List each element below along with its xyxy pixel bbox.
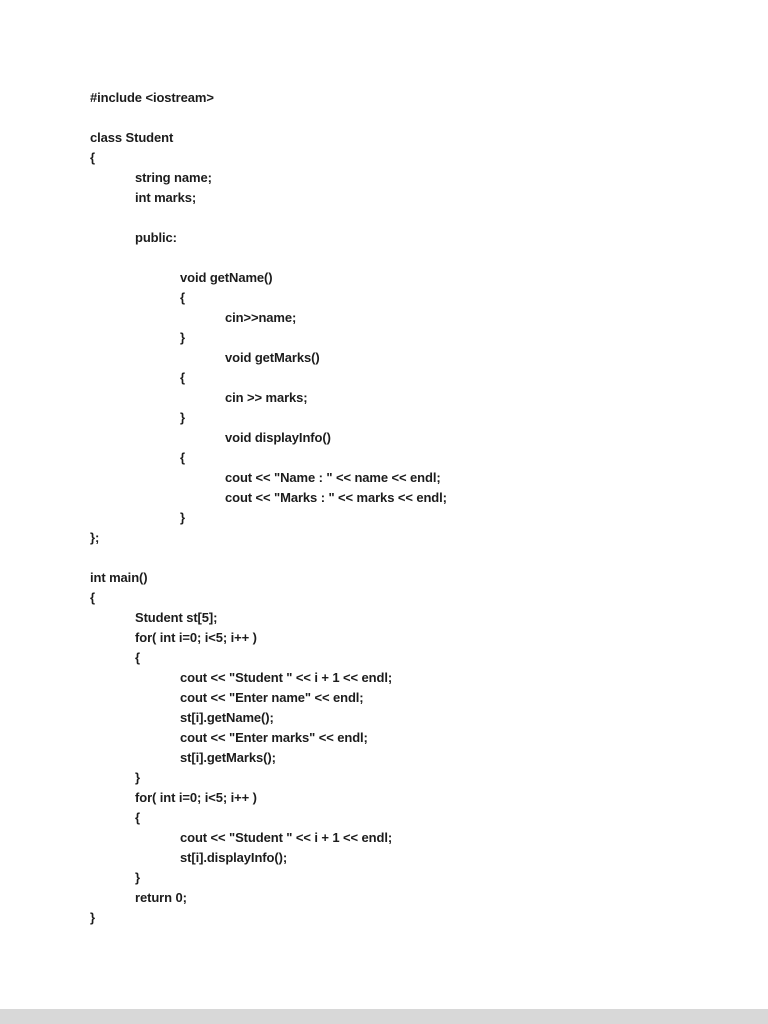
code-line: { (90, 590, 95, 605)
code-line: }; (90, 530, 100, 545)
code-line (90, 548, 758, 568)
code-line: { (180, 450, 185, 465)
code-line: int main() (90, 570, 148, 585)
code-line: cin>>name; (225, 310, 297, 325)
code-line (90, 248, 758, 268)
code-line: } (180, 330, 185, 345)
code-line: return 0; (135, 890, 187, 905)
code-line: } (135, 870, 140, 885)
code-line: cout << "Name : " << name << endl; (225, 470, 441, 485)
code-line: st[i].displayInfo(); (180, 850, 288, 865)
code-line: { (135, 810, 140, 825)
code-line: public: (135, 230, 177, 245)
code-line: cout << "Marks : " << marks << endl; (225, 490, 447, 505)
code-line: { (90, 150, 95, 165)
viewer-bottom-bar (0, 1009, 768, 1024)
code-line: } (90, 910, 95, 925)
code-line: } (180, 510, 185, 525)
code-line: { (180, 290, 185, 305)
code-line: void getName() (180, 270, 273, 285)
code-line: cout << "Student " << i + 1 << endl; (180, 670, 393, 685)
code-line: cout << "Enter marks" << endl; (180, 730, 368, 745)
code-line: } (135, 770, 140, 785)
code-line: { (180, 370, 185, 385)
code-line: cout << "Student " << i + 1 << endl; (180, 830, 393, 845)
code-line: class Student (90, 130, 174, 145)
code-line: #include <iostream> (90, 90, 214, 105)
code-line: void displayInfo() (225, 430, 331, 445)
code-line: st[i].getMarks(); (180, 750, 276, 765)
code-block: #include <iostream> class Student { string… (90, 90, 758, 925)
code-line: Student st[5]; (135, 610, 218, 625)
code-line: for( int i=0; i<5; i++ ) (135, 630, 257, 645)
code-line: string name; (135, 170, 212, 185)
code-line: int marks; (135, 190, 197, 205)
code-line: void getMarks() (225, 350, 320, 365)
code-line (90, 208, 758, 228)
code-line: cin >> marks; (225, 390, 308, 405)
code-line: cout << "Enter name" << endl; (180, 690, 364, 705)
code-line: } (180, 410, 185, 425)
code-line: { (135, 650, 140, 665)
code-line (90, 108, 758, 128)
code-line: st[i].getName(); (180, 710, 274, 725)
code-line: for( int i=0; i<5; i++ ) (135, 790, 257, 805)
